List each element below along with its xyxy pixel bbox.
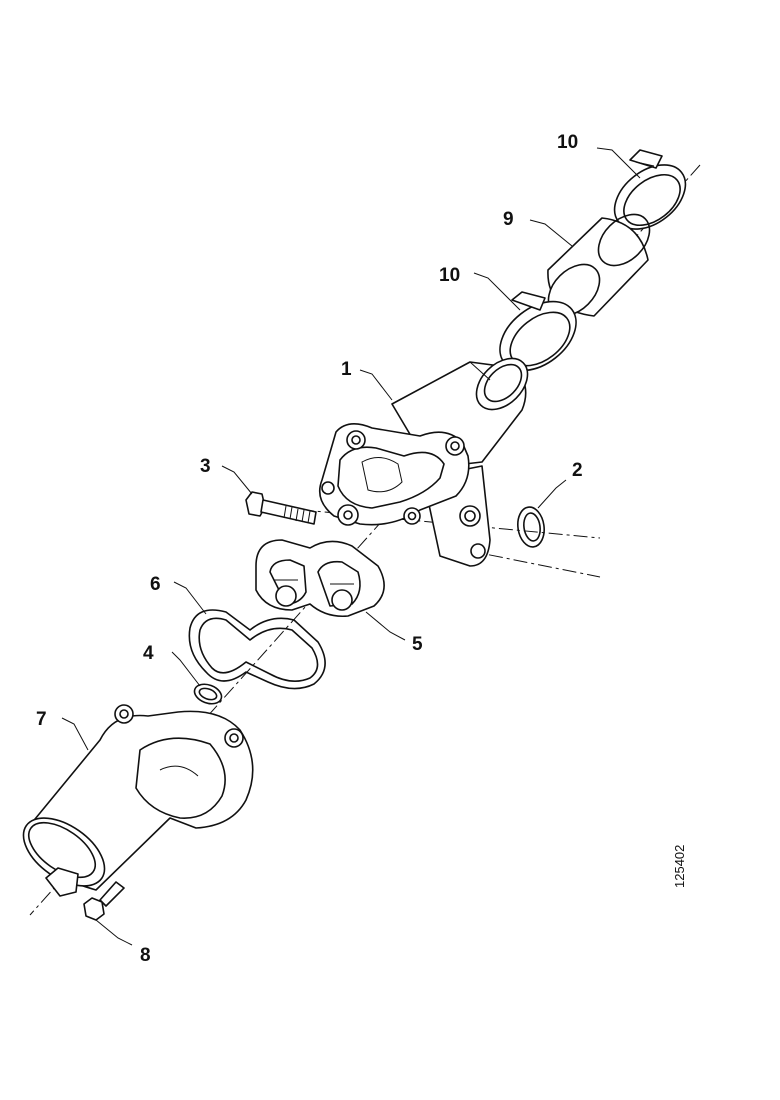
thermostat-housing bbox=[318, 357, 529, 567]
o-ring-small bbox=[193, 683, 223, 705]
callout-4: 4 bbox=[143, 643, 154, 664]
callout-5: 5 bbox=[412, 634, 423, 655]
callout-7: 7 bbox=[36, 709, 47, 730]
hose-clamp-top bbox=[613, 149, 687, 230]
housing-gasket bbox=[188, 609, 326, 690]
leader-lines bbox=[61, 147, 641, 946]
callout-10-top: 10 bbox=[557, 132, 578, 153]
bolt-upper bbox=[245, 491, 317, 525]
o-ring-outlet bbox=[517, 506, 545, 548]
callout-6: 6 bbox=[150, 574, 161, 595]
water-inlet-housing bbox=[22, 704, 254, 897]
bolt-lower bbox=[83, 881, 125, 921]
callout-2: 2 bbox=[572, 460, 583, 481]
callout-10-middle: 10 bbox=[439, 265, 460, 286]
callout-9: 9 bbox=[503, 209, 514, 230]
thermostat-element bbox=[255, 539, 385, 618]
callout-3: 3 bbox=[200, 456, 211, 477]
figure-reference-number: 125402 bbox=[672, 845, 687, 888]
callout-labels: 10 9 10 1 3 2 6 5 4 7 8 bbox=[36, 132, 583, 966]
callout-1: 1 bbox=[341, 359, 352, 380]
callout-8: 8 bbox=[140, 945, 151, 966]
